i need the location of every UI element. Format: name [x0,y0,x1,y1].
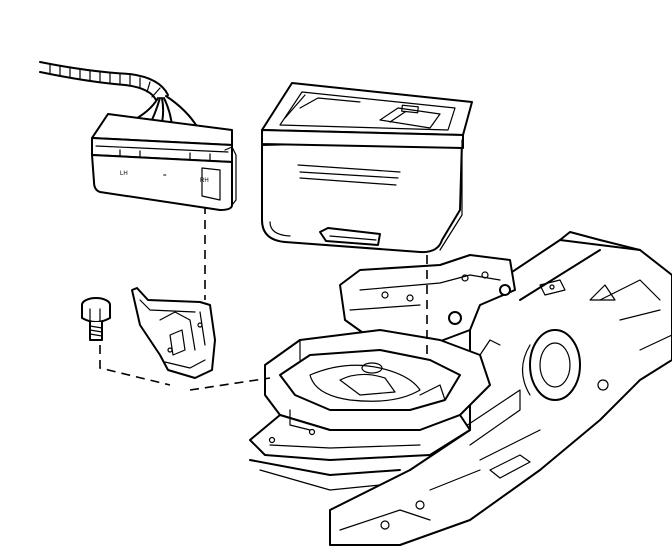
alignment-lines [99,205,428,391]
fuse-block-label-rh: RH [200,178,209,184]
fuse-block-label-lh: LH [120,171,128,177]
bracket-to-tray-alignment-line [189,377,271,391]
battery [261,82,473,254]
fuse-block-label-mid: = [163,173,167,179]
bolt-alignment-line [99,345,171,386]
fuse-block-bracket [131,287,216,379]
fuse-block: LH = RH [91,113,237,211]
battery-tray-and-body-structure [249,231,672,546]
bolt [81,297,111,341]
